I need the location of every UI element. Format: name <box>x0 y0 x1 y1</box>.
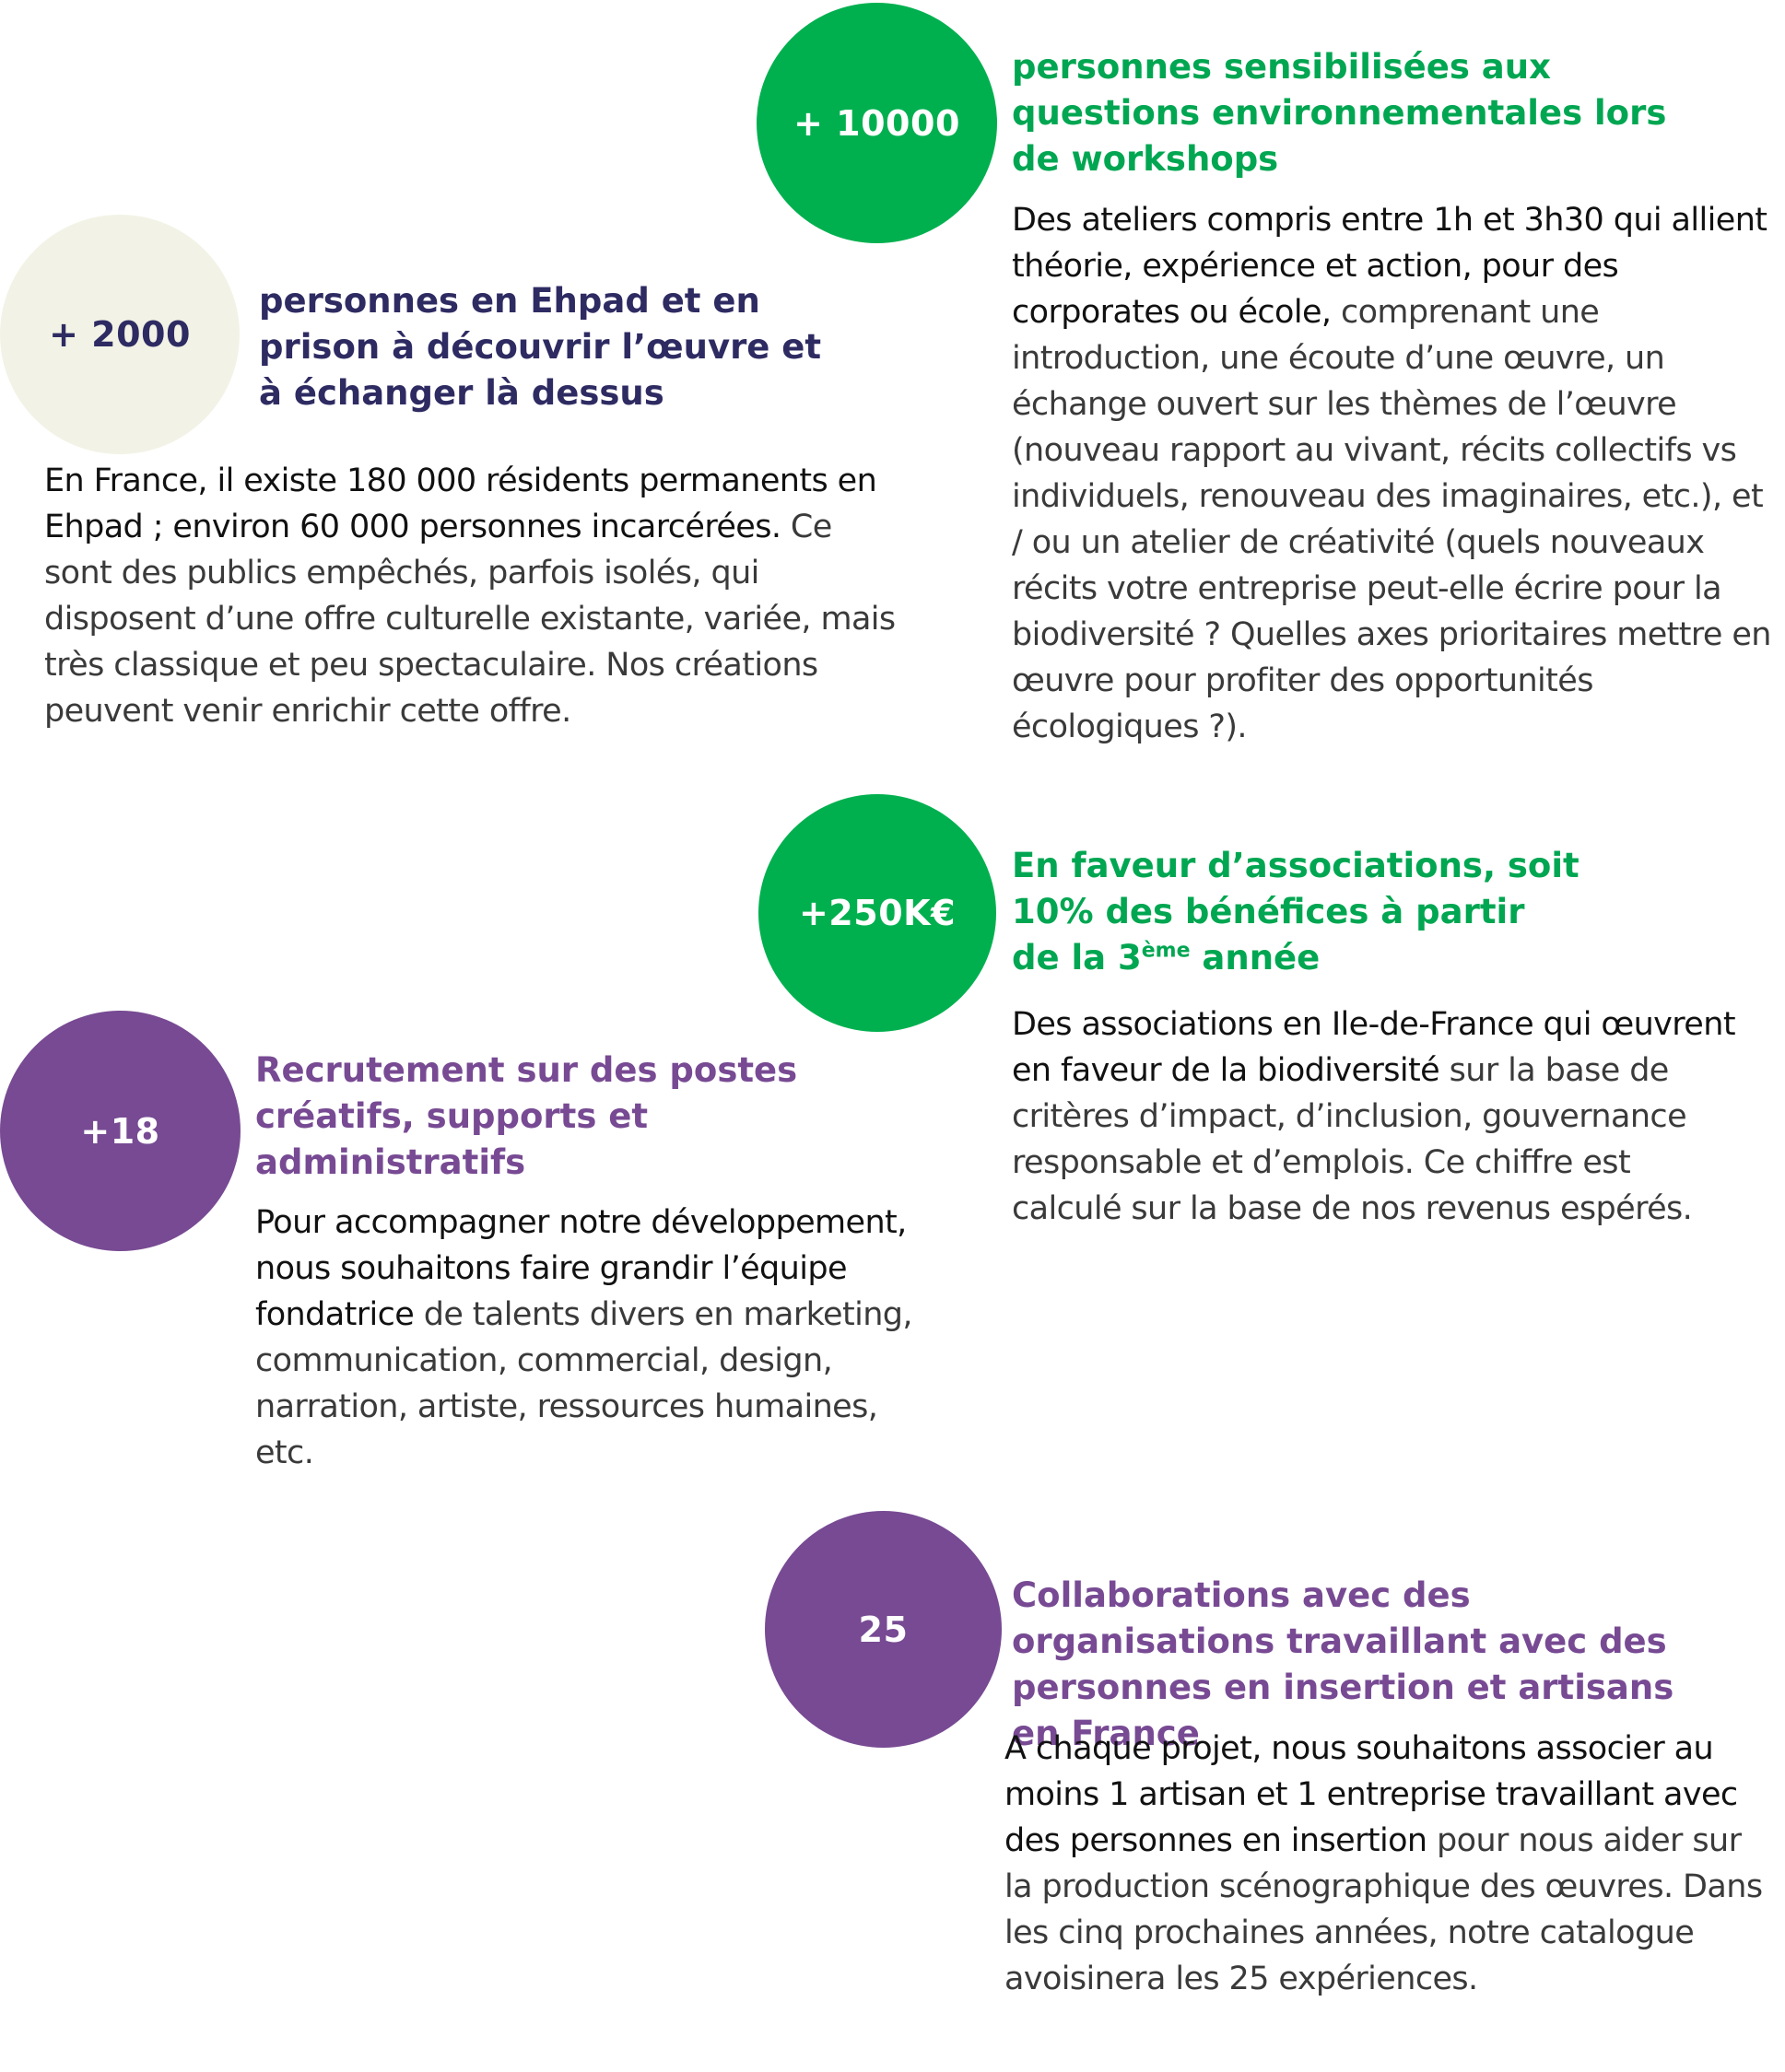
figure-value: +250K€ <box>798 893 957 933</box>
body-ehpad-strong: En France, il existe 180 000 résidents p… <box>44 462 877 545</box>
heading-associations-part2: année <box>1190 938 1321 977</box>
body-associations-light: sur la base de critères d’impact, d’incl… <box>1012 1052 1693 1227</box>
body-ehpad: En France, il existe 180 000 résidents p… <box>44 458 901 734</box>
figure-circle-collaborations: 25 <box>765 1511 1002 1748</box>
figure-value: +18 <box>80 1110 160 1152</box>
heading-ehpad: personnes en Ehpad et en prison à découv… <box>259 281 822 413</box>
heading-associations-sup: ème <box>1141 939 1191 963</box>
body-recruitment-light: de talents divers en marketing, communic… <box>255 1296 913 1471</box>
body-workshops-strong: Des ateliers compris entre 1h et 3h30 qu… <box>1012 202 1767 331</box>
heading-workshops: personnes sensibilisées aux questions en… <box>1012 47 1667 179</box>
body-collaborations: A chaque projet, nous souhaitons associe… <box>1004 1726 1769 2002</box>
body-collaborations-light: pour nous aider sur la production scénog… <box>1004 1822 1763 1997</box>
body-collaborations-strong: A chaque projet, nous souhaitons associe… <box>1004 1730 1738 1859</box>
figure-circle-recruitment: +18 <box>0 1011 241 1251</box>
heading-collaborations: Collaborations avec des organisations tr… <box>1012 1575 1674 1753</box>
body-recruitment: Pour accompagner notre développement, no… <box>255 1200 919 1476</box>
heading-recruitment: Recrutement sur des postes créatifs, sup… <box>255 1050 798 1182</box>
body-ehpad-light: Ce sont des publics empêchés, parfois is… <box>44 509 896 730</box>
body-workshops-light: comprenant une introduction, une écoute … <box>1012 294 1772 745</box>
figure-value: 25 <box>858 1609 909 1650</box>
body-associations: Des associations en Ile-de-France qui œu… <box>1012 1001 1740 1232</box>
heading-associations: En faveur d’associations, soit 10% des b… <box>1012 843 1583 981</box>
figure-circle-workshops: + 10000 <box>757 3 997 243</box>
body-workshops: Des ateliers compris entre 1h et 3h30 qu… <box>1012 197 1777 750</box>
figure-value: + 10000 <box>793 102 960 144</box>
heading-associations-part1: En faveur d’associations, soit 10% des b… <box>1012 846 1579 977</box>
body-associations-strong: Des associations en Ile-de-France qui œu… <box>1012 1006 1736 1089</box>
body-recruitment-strong: Pour accompagner notre développement, no… <box>255 1204 907 1333</box>
figure-value: + 2000 <box>49 314 191 355</box>
figure-circle-associations: +250K€ <box>758 794 996 1032</box>
figure-circle-ehpad: + 2000 <box>0 215 240 454</box>
